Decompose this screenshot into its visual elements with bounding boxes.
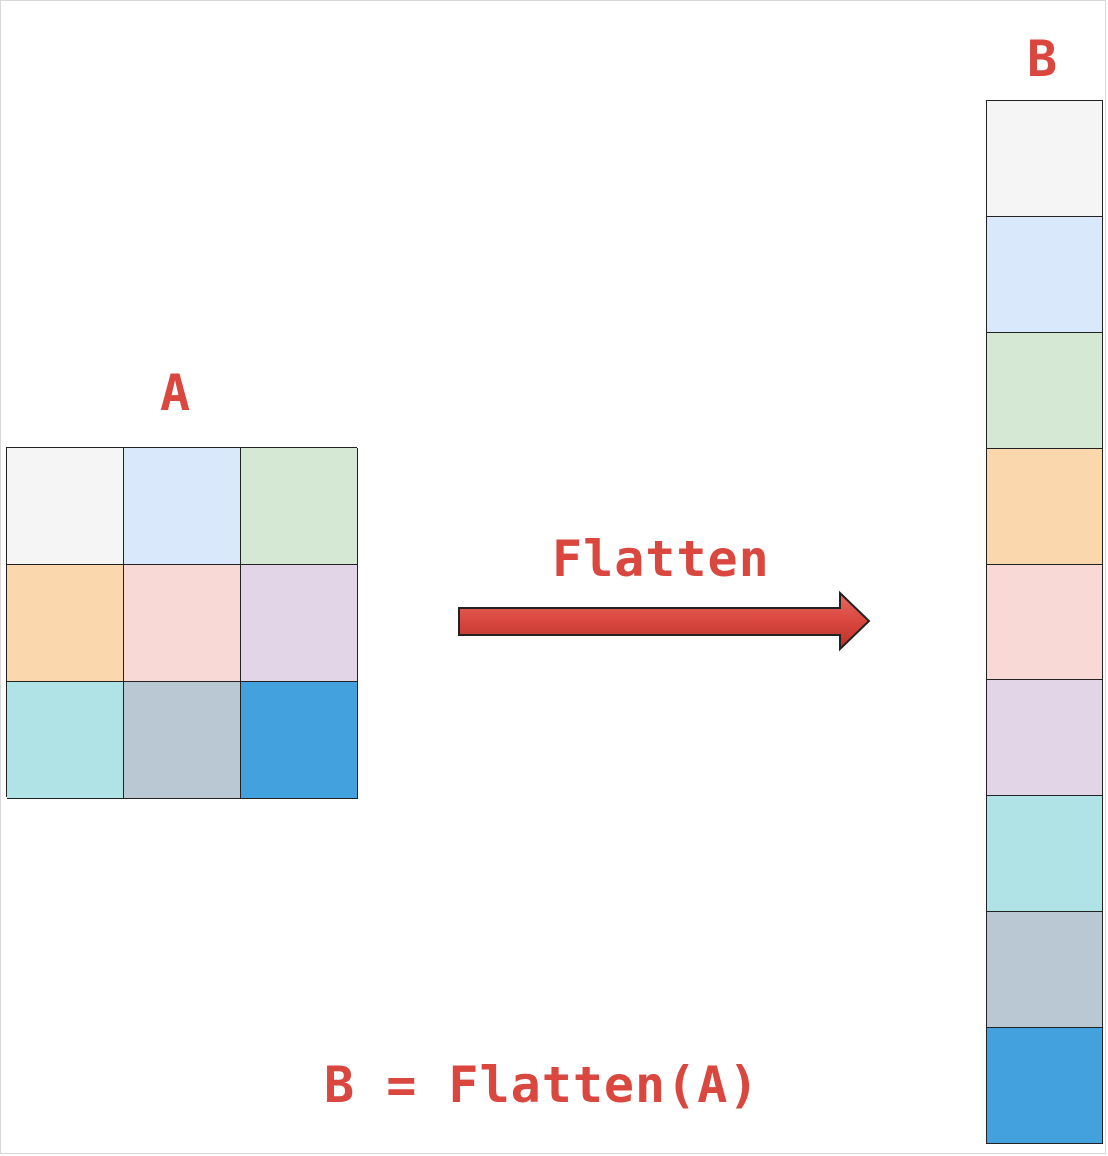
matrix-cell [7, 682, 124, 799]
vector-cell [987, 564, 1103, 681]
matrix-a [6, 447, 358, 799]
vector-label: B [1027, 30, 1058, 88]
flatten-arrow-icon [458, 590, 871, 652]
matrix-cell [124, 565, 241, 682]
matrix-cell [124, 448, 241, 565]
vector-b [986, 100, 1103, 1145]
matrix-cell [241, 682, 358, 799]
equation-label: B = Flatten(A) [324, 1056, 760, 1114]
vector-cell [987, 1028, 1103, 1145]
matrix-cell [124, 682, 241, 799]
vector-cell [987, 796, 1103, 913]
matrix-cell [7, 565, 124, 682]
vector-cell [987, 216, 1103, 333]
vector-cell [987, 448, 1103, 565]
operation-label: Flatten [552, 530, 770, 588]
vector-cell [987, 332, 1103, 449]
matrix-cell [7, 448, 124, 565]
vector-cell [987, 101, 1103, 217]
matrix-cell [241, 565, 358, 682]
vector-cell [987, 912, 1103, 1029]
matrix-label: A [160, 364, 191, 422]
matrix-cell [241, 448, 358, 565]
vector-cell [987, 680, 1103, 797]
